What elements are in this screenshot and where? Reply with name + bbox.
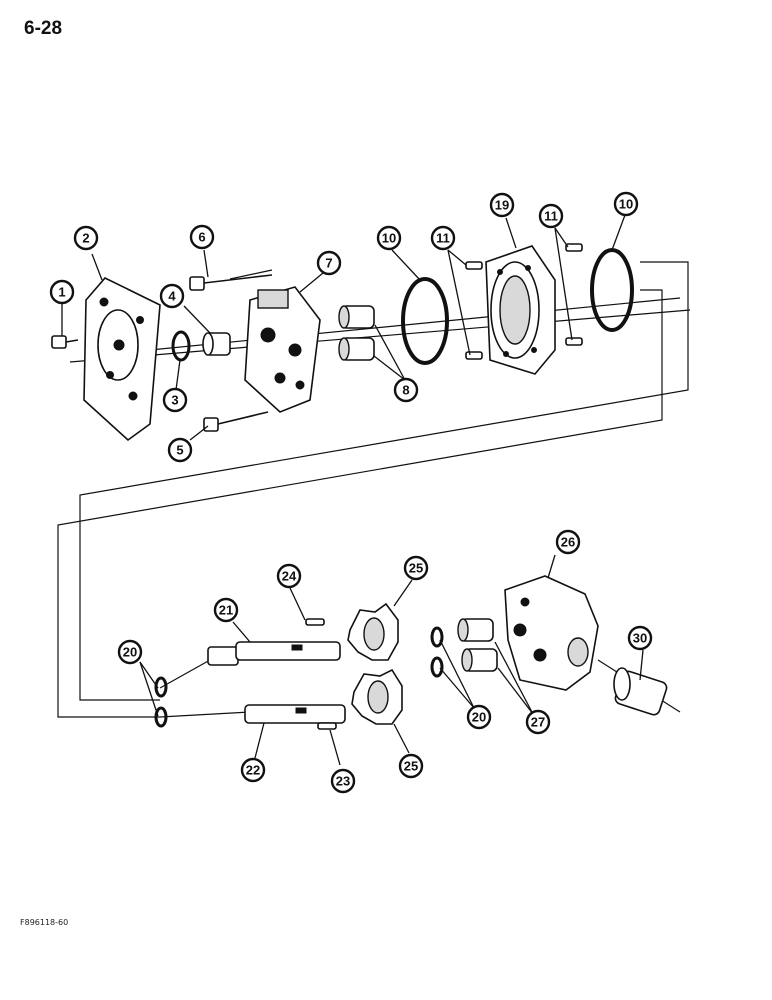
drive-shaft bbox=[207, 641, 341, 666]
svg-text:20: 20 bbox=[123, 645, 137, 660]
end-cover bbox=[504, 575, 599, 691]
callout-1: 1 bbox=[49, 279, 75, 305]
thrust-washer bbox=[154, 706, 168, 728]
svg-text:4: 4 bbox=[168, 289, 176, 304]
sleeve bbox=[597, 659, 681, 716]
svg-text:22: 22 bbox=[246, 763, 260, 778]
callout-2: 2 bbox=[73, 225, 99, 251]
svg-text:21: 21 bbox=[219, 603, 233, 618]
long-bolt-upper bbox=[189, 269, 273, 291]
gear-housing bbox=[485, 245, 556, 375]
idler-shaft bbox=[244, 704, 346, 724]
callout-23: 23 bbox=[330, 768, 356, 794]
dowel-pins-right bbox=[565, 243, 583, 346]
callout-7: 7 bbox=[316, 250, 342, 276]
svg-text:2: 2 bbox=[82, 231, 89, 246]
callout-8: 8 bbox=[393, 377, 419, 403]
svg-text:7: 7 bbox=[325, 256, 332, 271]
svg-text:20: 20 bbox=[472, 710, 486, 725]
thrust-washer bbox=[430, 656, 444, 678]
leader-lines bbox=[61, 214, 644, 766]
bushing-pair bbox=[338, 305, 375, 361]
svg-text:25: 25 bbox=[409, 561, 423, 576]
svg-text:5: 5 bbox=[176, 443, 183, 458]
upper-assembly bbox=[51, 243, 691, 718]
callout-4: 4 bbox=[159, 283, 185, 309]
page-number: 6-28 bbox=[24, 18, 63, 39]
callout-3: 3 bbox=[162, 387, 188, 413]
svg-text:6: 6 bbox=[198, 230, 205, 245]
seal-ring-right bbox=[590, 248, 634, 332]
svg-text:1: 1 bbox=[58, 285, 65, 300]
svg-text:8: 8 bbox=[402, 383, 409, 398]
pump-body bbox=[244, 286, 321, 413]
thrust-washer bbox=[430, 626, 444, 648]
svg-text:27: 27 bbox=[531, 715, 545, 730]
gear-lower bbox=[351, 668, 403, 725]
flange-plate bbox=[83, 277, 161, 442]
callout-10-right: 10 bbox=[613, 191, 639, 217]
long-bolt-lower bbox=[203, 411, 269, 432]
callout-30: 30 bbox=[627, 625, 653, 651]
callout-20-right: 20 bbox=[466, 704, 492, 730]
callout-21: 21 bbox=[213, 597, 239, 623]
svg-text:11: 11 bbox=[436, 231, 450, 246]
gear-upper bbox=[347, 602, 399, 661]
bushing bbox=[202, 332, 231, 356]
callout-10-left: 10 bbox=[376, 225, 402, 251]
callout-20-left: 20 bbox=[117, 639, 143, 665]
callout-24: 24 bbox=[276, 563, 302, 589]
svg-text:3: 3 bbox=[171, 393, 178, 408]
key-pin bbox=[305, 618, 325, 626]
key-pin bbox=[317, 722, 337, 730]
figure-code: F896118-60 bbox=[20, 918, 69, 927]
svg-text:24: 24 bbox=[282, 569, 297, 584]
svg-text:30: 30 bbox=[633, 631, 647, 646]
callout-22: 22 bbox=[240, 757, 266, 783]
seal-ring-left bbox=[401, 277, 449, 365]
thrust-washer bbox=[154, 676, 168, 698]
lower-assembly bbox=[154, 575, 681, 730]
svg-text:10: 10 bbox=[619, 197, 633, 212]
callout-25-upper: 25 bbox=[403, 555, 429, 581]
svg-text:23: 23 bbox=[336, 774, 350, 789]
svg-text:26: 26 bbox=[561, 535, 575, 550]
bolt-part bbox=[51, 335, 79, 349]
callout-25-lower: 25 bbox=[398, 753, 424, 779]
callout-27: 27 bbox=[525, 709, 551, 735]
callout-5: 5 bbox=[167, 437, 193, 463]
o-ring bbox=[171, 330, 191, 362]
svg-text:25: 25 bbox=[404, 759, 418, 774]
callout-6: 6 bbox=[189, 224, 215, 250]
callout-11-right: 11 bbox=[538, 203, 564, 229]
svg-text:10: 10 bbox=[382, 231, 396, 246]
svg-text:19: 19 bbox=[495, 198, 509, 213]
svg-text:11: 11 bbox=[544, 209, 558, 224]
callout-11-left: 11 bbox=[430, 225, 456, 251]
callout-19: 19 bbox=[489, 192, 515, 218]
bushing-pair-lower bbox=[457, 618, 498, 672]
callout-26: 26 bbox=[555, 529, 581, 555]
